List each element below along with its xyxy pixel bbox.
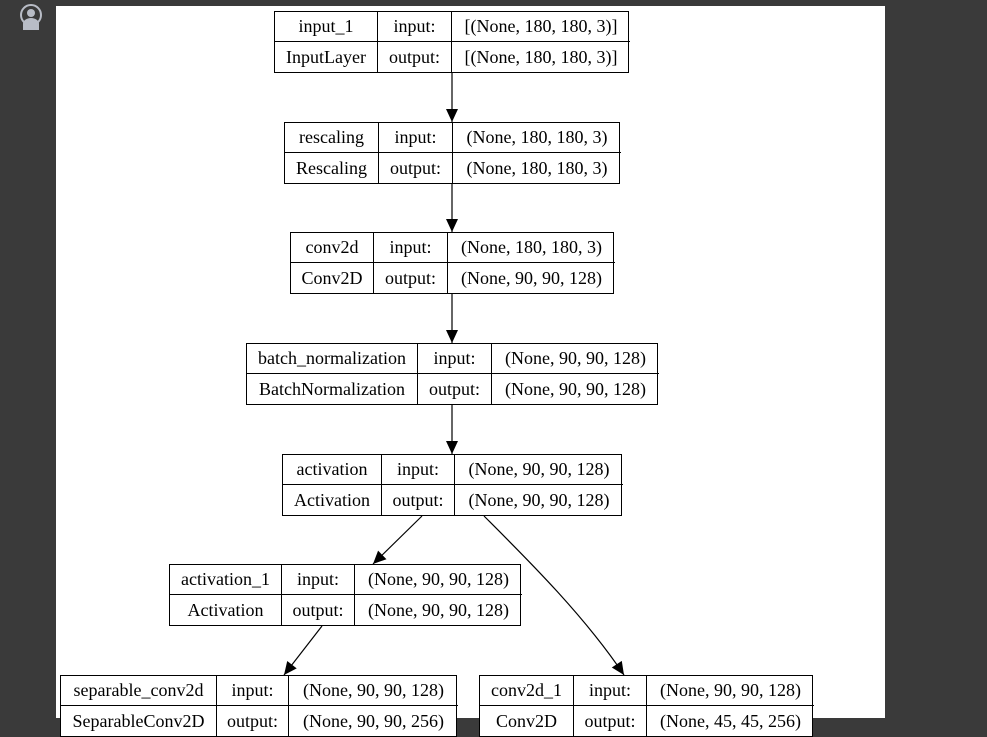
input-shape: (None, 90, 90, 128) [647,676,814,706]
output-label: output: [374,263,448,294]
layer-name: activation_1 [170,565,282,595]
output-label: output: [382,485,455,516]
layer-name: activation [283,455,382,485]
output-shape: (None, 90, 90, 128) [505,379,646,399]
input-label: input: [382,455,455,485]
output-label: output: [217,706,289,737]
input-label: input: [418,344,492,374]
account-icon[interactable] [20,4,42,30]
input-shape: (None, 90, 90, 128) [355,565,522,595]
output-label: output: [379,153,453,184]
output-label: output: [418,374,492,405]
layer-type: Conv2D [480,706,574,737]
layer-type: Activation [283,485,382,516]
input-label: input: [217,676,289,706]
input-shape: (None, 90, 90, 128) [289,676,458,706]
layer-type: BatchNormalization [247,374,418,405]
output-shape: (None, 90, 90, 128) [368,600,509,620]
layer-name: conv2d [291,233,374,263]
layer-name: separable_conv2d [61,676,217,706]
output-label: output: [282,595,355,626]
output-label: output: [574,706,647,737]
output-shape: (None, 90, 90, 128) [461,268,602,288]
layer-type: SeparableConv2D [61,706,217,737]
input-label: input: [374,233,448,263]
layer-type: Activation [170,595,282,626]
input-shape: (None, 180, 180, 3) [448,233,615,263]
account-icon-body [23,18,39,30]
output-shape: (None, 180, 180, 3) [466,158,608,178]
input-shape: (None, 90, 90, 128) [455,455,623,485]
layer-type: Conv2D [291,263,374,294]
output-label: output: [378,42,452,73]
output-shape: (None, 90, 90, 128) [468,490,610,510]
layer-type: Rescaling [285,153,379,184]
output-shape: [(None, 180, 180, 3)] [464,47,618,67]
input-label: input: [379,123,453,153]
layer-name: conv2d_1 [480,676,574,706]
layer-type: InputLayer [275,42,378,73]
layer-name: batch_normalization [247,344,418,374]
input-shape: [(None, 180, 180, 3)] [452,12,630,42]
input-label: input: [378,12,452,42]
input-shape: (None, 180, 180, 3) [453,123,621,153]
output-shape: (None, 45, 45, 256) [660,711,801,731]
output-shape: (None, 90, 90, 256) [303,711,444,731]
account-icon-head [27,9,35,17]
input-label: input: [574,676,647,706]
layer-name: rescaling [285,123,379,153]
input-shape: (None, 90, 90, 128) [492,344,659,374]
input-label: input: [282,565,355,595]
layer-name: input_1 [275,12,378,42]
